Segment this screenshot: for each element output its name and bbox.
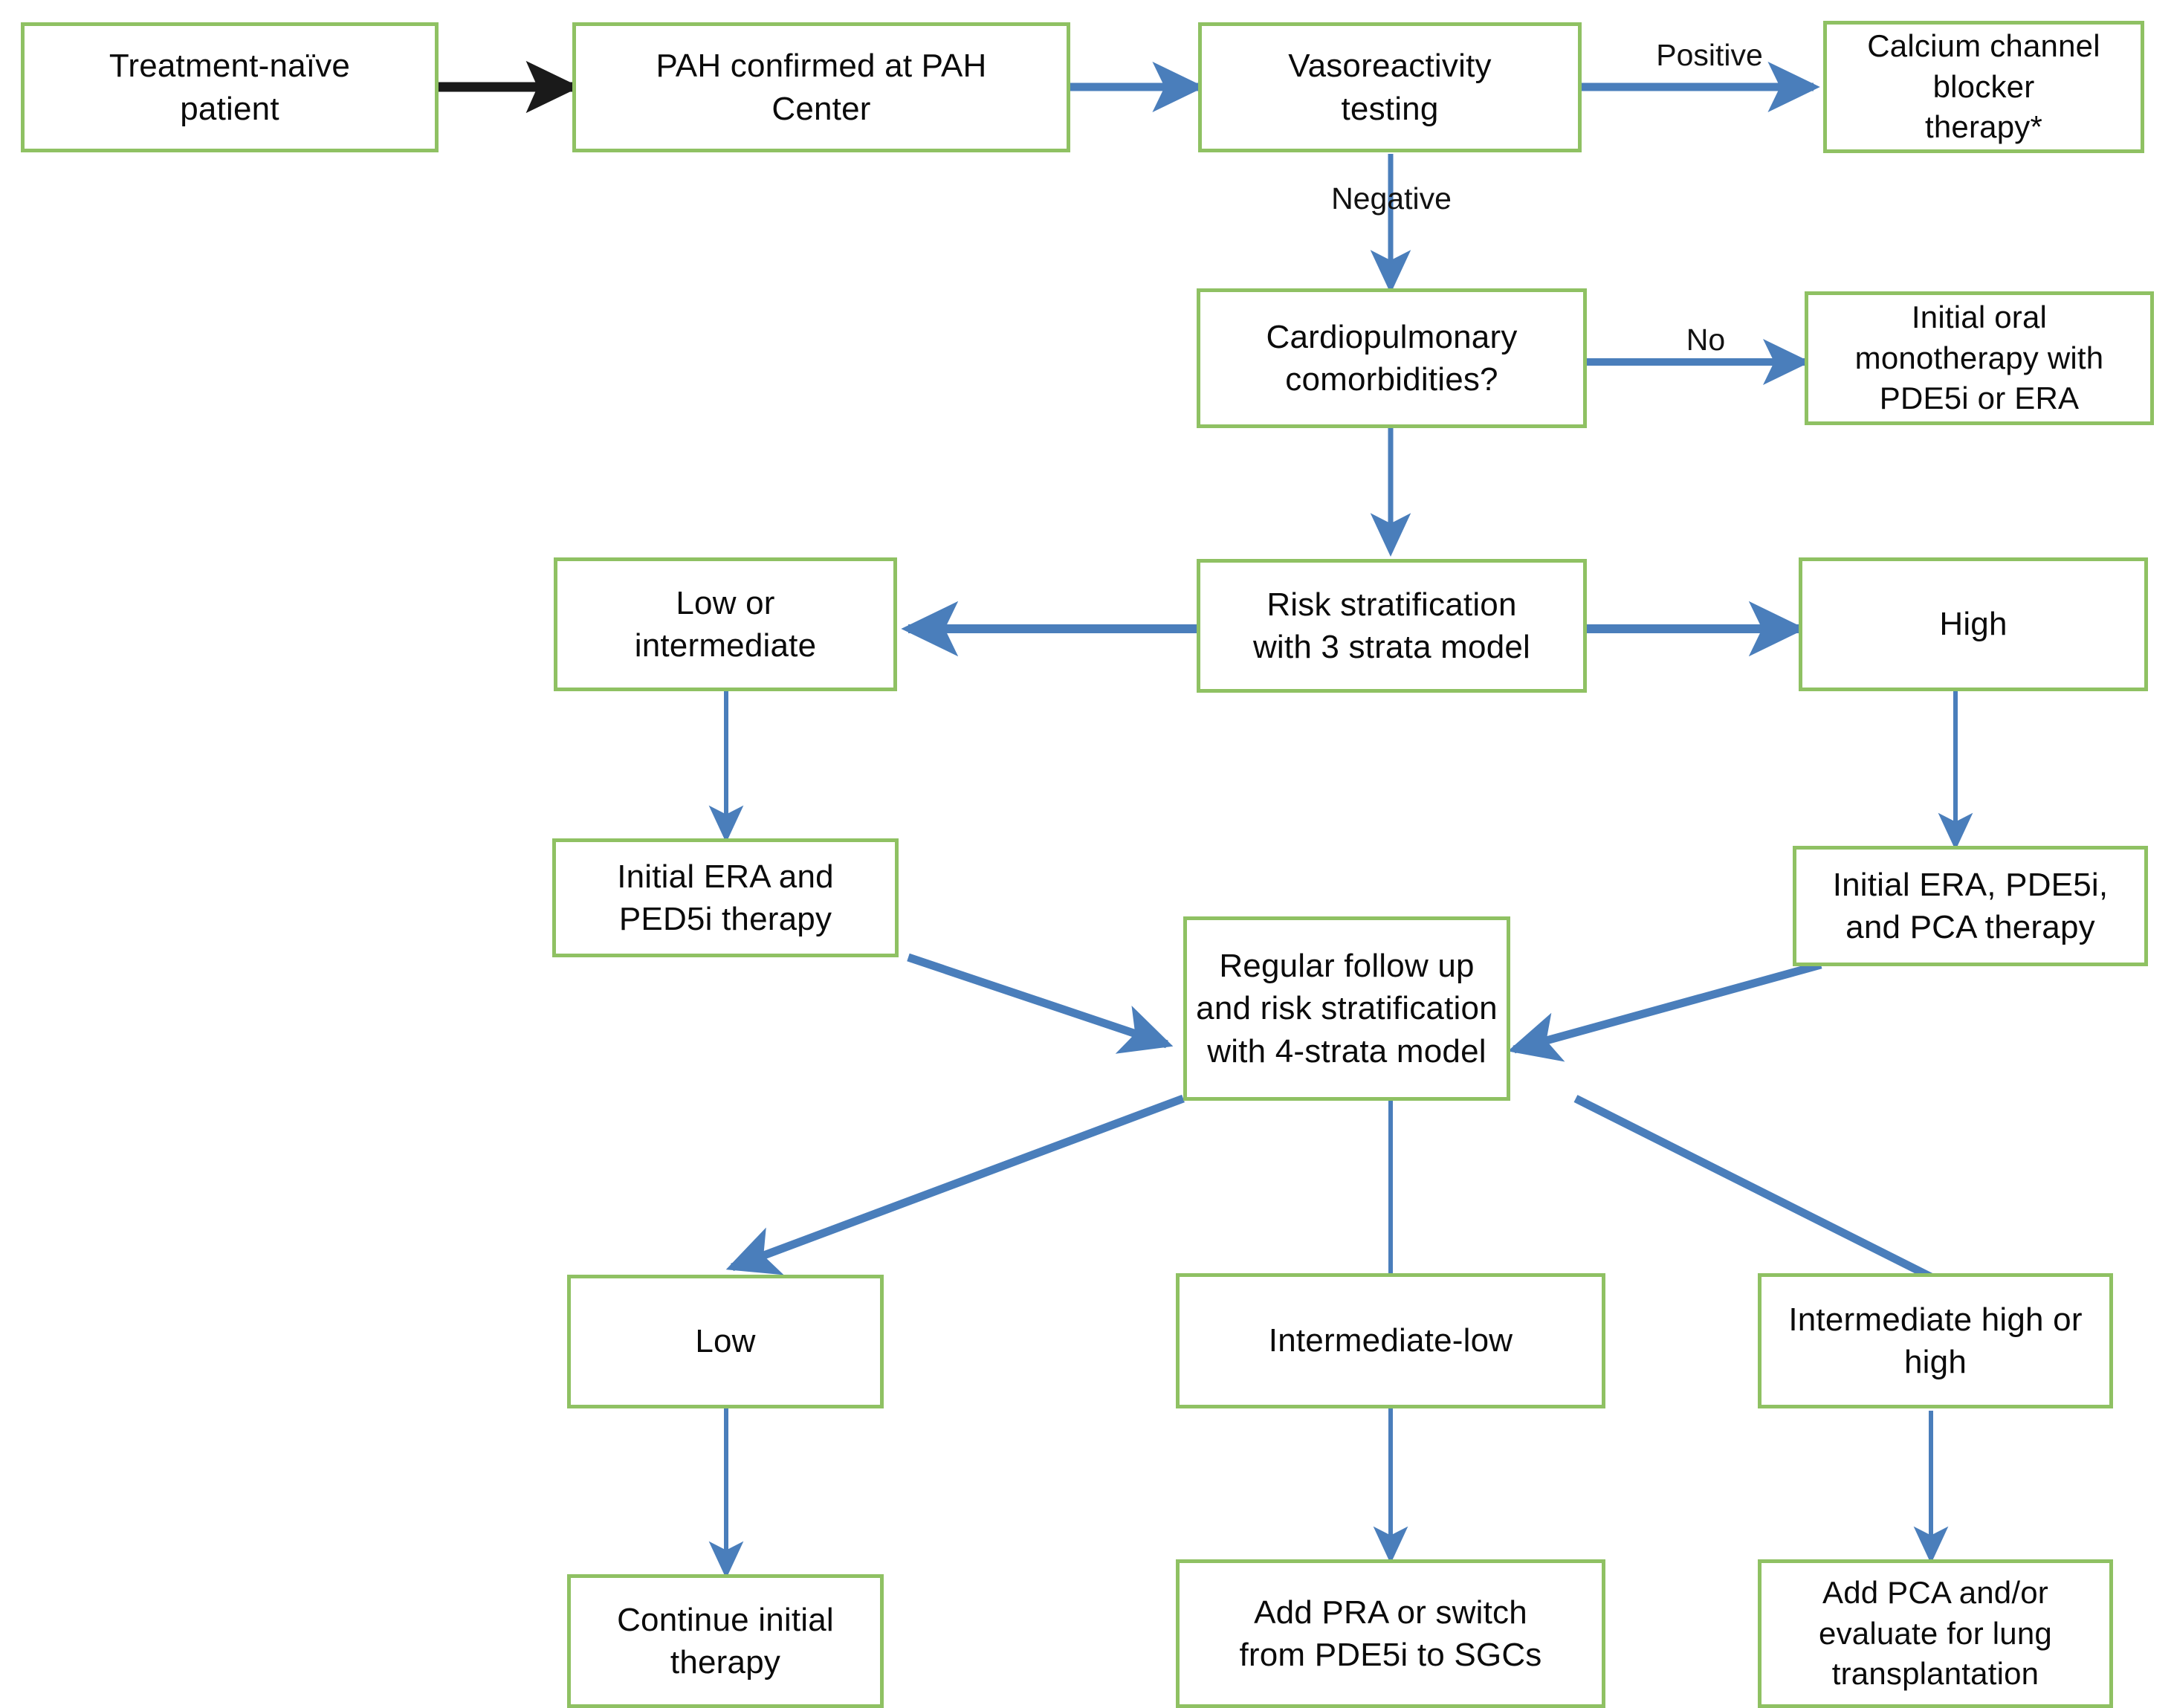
node-initial-era-pde5i-pca-therapy[interactable]: Initial ERA, PDE5i, and PCA therapy [1793, 846, 2148, 966]
node-label: Intermediate high or high [1788, 1301, 2083, 1380]
node-risk-stratification-3-strata[interactable]: Risk stratification with 3 strata model [1197, 559, 1587, 693]
node-treatment-naive[interactable]: Treatment-naïve patient [21, 22, 439, 152]
edge-label-text: No [1686, 323, 1726, 357]
node-pah-confirmed[interactable]: PAH confirmed at PAH Center [572, 22, 1070, 152]
node-intermediate-high-or-high[interactable]: Intermediate high or high [1758, 1273, 2113, 1408]
edge-label-no: No [1669, 323, 1743, 357]
edge-label-positive: Positive [1635, 38, 1784, 72]
node-label: Low [695, 1323, 756, 1360]
node-high[interactable]: High [1799, 557, 2148, 691]
node-label: Intermediate-low [1268, 1322, 1513, 1359]
node-label: PAH confirmed at PAH Center [656, 48, 987, 127]
edge-label-negative: Negative [1317, 181, 1466, 216]
node-label: Regular follow up and risk stratificatio… [1196, 948, 1498, 1070]
edge-initial-era-pde5i-pca-to-regular-follow-up [1507, 960, 1822, 1062]
node-cardiopulmonary-comorbidities[interactable]: Cardiopulmonary comorbidities? [1197, 288, 1587, 428]
node-label: Calcium channel blocker therapy* [1867, 28, 2100, 145]
node-label: Initial ERA and PED5i therapy [617, 858, 834, 937]
node-label: Add PCA and/or evaluate for lung transpl… [1819, 1575, 2052, 1692]
node-add-pra-or-switch[interactable]: Add PRA or switch from PDE5i to SGCs [1176, 1559, 1605, 1708]
edge-initial-era-pde5i-to-regular-follow-up [907, 953, 1174, 1054]
node-label: Cardiopulmonary comorbidities? [1266, 318, 1518, 398]
edge-regular-follow-up-to-low [725, 1094, 1185, 1275]
node-add-pca-evaluate-transplant[interactable]: Add PCA and/or evaluate for lung transpl… [1758, 1559, 2113, 1708]
node-label: Treatment-naïve patient [109, 48, 351, 127]
node-initial-era-pde5i-therapy[interactable]: Initial ERA and PED5i therapy [552, 838, 899, 957]
node-intermediate-low[interactable]: Intermediate-low [1176, 1273, 1605, 1408]
node-label: Risk stratification with 3 strata model [1252, 586, 1531, 665]
edge-label-text: Negative [1331, 181, 1452, 216]
node-label: Continue initial therapy [617, 1601, 834, 1680]
node-label: Initial oral monotherapy with PDE5i or E… [1854, 300, 2104, 416]
node-vasoreactivity-testing[interactable]: Vasoreactivity testing [1198, 22, 1582, 152]
node-initial-oral-monotherapy[interactable]: Initial oral monotherapy with PDE5i or E… [1805, 291, 2154, 425]
node-label: Add PRA or switch from PDE5i to SGCs [1239, 1594, 1542, 1673]
node-low[interactable]: Low [567, 1275, 884, 1408]
node-continue-initial-therapy[interactable]: Continue initial therapy [567, 1574, 884, 1708]
node-ccb-therapy[interactable]: Calcium channel blocker therapy* [1823, 21, 2144, 153]
node-label: Low or intermediate [634, 584, 817, 664]
edge-label-text: Positive [1656, 38, 1763, 72]
node-low-or-intermediate[interactable]: Low or intermediate [554, 557, 897, 691]
edge-regular-follow-up-to-intermediate-high [1573, 1095, 1933, 1281]
node-regular-follow-up[interactable]: Regular follow up and risk stratificatio… [1183, 916, 1510, 1101]
node-label: Initial ERA, PDE5i, and PCA therapy [1832, 866, 2109, 945]
node-label: Vasoreactivity testing [1288, 48, 1492, 127]
node-label: High [1939, 606, 2008, 643]
